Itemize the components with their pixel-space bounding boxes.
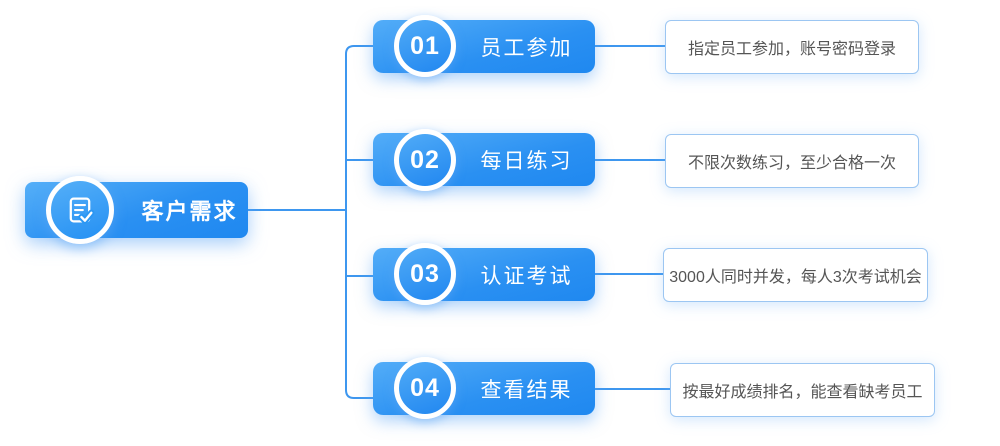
step-label: 认证考试 bbox=[480, 264, 573, 288]
step-description-4: 按最好成绩排名，能查看缺考员工 bbox=[670, 363, 935, 417]
step-number-badge-2: 02 bbox=[394, 129, 456, 191]
step-number: 04 bbox=[410, 373, 440, 402]
step-number-badge-3: 03 bbox=[394, 243, 456, 305]
description-text: 不限次数练习，至少合格一次 bbox=[687, 155, 896, 172]
description-text: 指定员工参加，账号密码登录 bbox=[687, 41, 896, 58]
step-description-3: 3000人同时并发，每人3次考试机会 bbox=[663, 248, 928, 302]
step-number: 03 bbox=[410, 259, 440, 288]
step-label: 每日练习 bbox=[480, 149, 573, 173]
description-text: 按最好成绩排名，能查看缺考员工 bbox=[682, 384, 923, 401]
root-label: 客户需求 bbox=[141, 199, 238, 224]
document-check-icon bbox=[69, 197, 95, 224]
step-label: 查看结果 bbox=[480, 378, 573, 402]
connector-trunk bbox=[345, 45, 373, 399]
root-icon-badge bbox=[46, 176, 114, 244]
step-description-1: 指定员工参加，账号密码登录 bbox=[665, 20, 919, 74]
description-text: 3000人同时并发，每人3次考试机会 bbox=[669, 269, 922, 286]
step-number-badge-1: 01 bbox=[394, 15, 456, 77]
step-number: 01 bbox=[410, 31, 440, 60]
step-number: 02 bbox=[410, 145, 440, 174]
step-description-2: 不限次数练习，至少合格一次 bbox=[665, 134, 919, 188]
step-number-badge-4: 04 bbox=[394, 357, 456, 419]
step-label: 员工参加 bbox=[480, 36, 573, 60]
